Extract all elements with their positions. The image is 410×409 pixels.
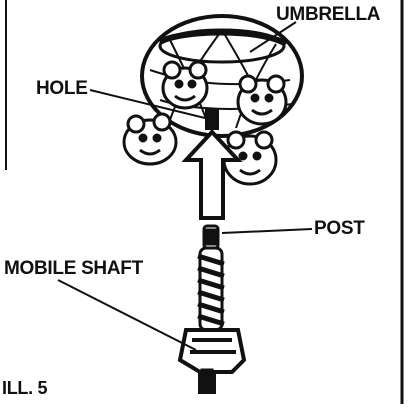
leader-post bbox=[222, 229, 312, 233]
figure-caption: ILL. 5 bbox=[2, 378, 47, 399]
mobile-shaft-drawing bbox=[180, 248, 244, 392]
leader-mobile-shaft bbox=[58, 280, 196, 350]
hole-label: HOLE bbox=[36, 78, 88, 100]
toy-figure bbox=[163, 62, 207, 108]
post-label: POST bbox=[314, 218, 365, 240]
umbrella-label: UMBRELLA bbox=[276, 4, 380, 26]
toy-figure bbox=[238, 76, 286, 124]
toy-figure bbox=[124, 114, 176, 164]
mobile-shaft-label: MOBILE SHAFT bbox=[4, 258, 143, 280]
hole-opening bbox=[205, 108, 219, 130]
post-drawing bbox=[204, 226, 218, 248]
